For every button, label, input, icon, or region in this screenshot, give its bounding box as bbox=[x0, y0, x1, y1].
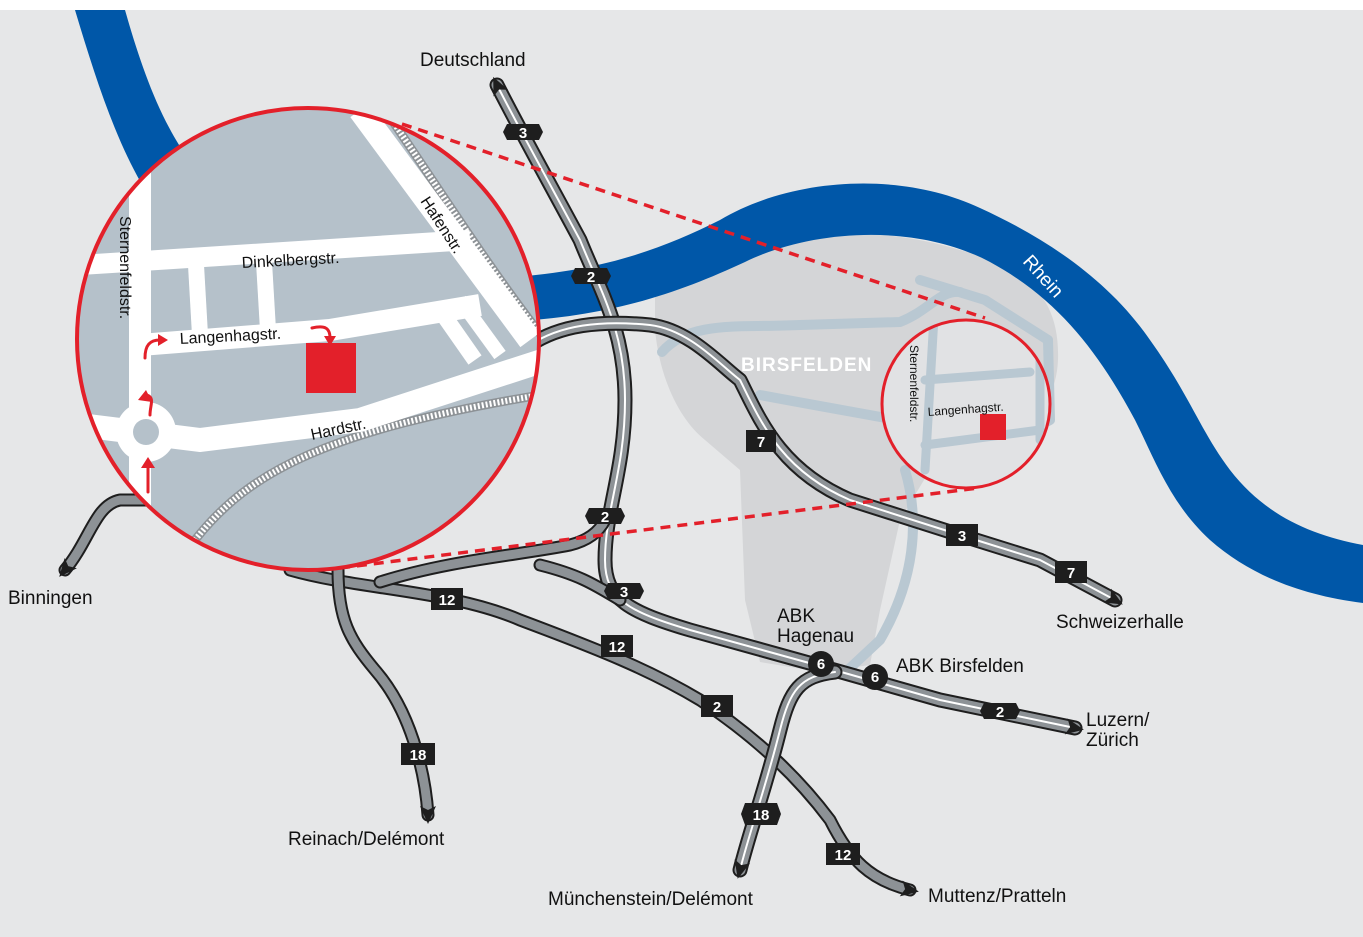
destination-reinach: Reinach/Delémont bbox=[288, 829, 445, 850]
shield-7-west: 7 bbox=[746, 430, 776, 452]
junction-hagenau-label-2: Hagenau bbox=[777, 626, 854, 647]
map-label: 2 bbox=[996, 704, 1004, 721]
map-label: 3 bbox=[958, 528, 966, 545]
map-label: 12 bbox=[609, 639, 626, 656]
shield-18-west: 18 bbox=[401, 743, 435, 765]
map-label: 2 bbox=[601, 509, 609, 526]
map-label: Sternenfeldstr. bbox=[907, 345, 921, 422]
shield-a3-north: 3 bbox=[503, 124, 543, 142]
destination-binningen: Binningen bbox=[8, 588, 93, 609]
shield-a2-north: 2 bbox=[571, 268, 611, 286]
destination-deutschland: Deutschland bbox=[420, 50, 526, 71]
town-label: BIRSFELDEN bbox=[741, 355, 872, 376]
map-label: 6 bbox=[871, 669, 879, 686]
map-label: 3 bbox=[620, 584, 628, 601]
shield-a2-east: 2 bbox=[980, 703, 1020, 721]
map-label: Langenhagstr. bbox=[179, 326, 281, 348]
shield-12-east: 12 bbox=[826, 843, 860, 865]
junction-hagenau-marker: 6 bbox=[808, 651, 834, 677]
motorway-shields: 3 2 2 3 2 7 3 7 12 12 2 18 18 12 bbox=[401, 124, 1087, 865]
destination-munchenstein: Münchenstein/Delémont bbox=[548, 889, 754, 910]
map-label: Sternenfeldstr. bbox=[116, 216, 133, 319]
map-label: 2 bbox=[587, 269, 595, 286]
shield-7-east: 7 bbox=[1055, 561, 1087, 583]
map-label: 3 bbox=[519, 125, 527, 142]
junction-markers: 6 6 bbox=[808, 651, 888, 690]
shield-a2-middle: 2 bbox=[585, 508, 625, 526]
shield-12-middle: 12 bbox=[601, 635, 633, 657]
map-label: 12 bbox=[439, 592, 456, 609]
shield-18-south: 18 bbox=[741, 803, 781, 825]
shield-3-east: 3 bbox=[946, 524, 978, 546]
map-label: Langenhagstr. bbox=[927, 400, 1004, 419]
destination-schweizerhalle: Schweizerhalle bbox=[1056, 612, 1184, 633]
map-label: 12 bbox=[835, 847, 852, 864]
destination-marker bbox=[306, 343, 356, 393]
map-label: 18 bbox=[410, 747, 427, 764]
junction-hagenau-label-1: ABK bbox=[777, 606, 815, 627]
destination-marker-small bbox=[980, 414, 1006, 440]
map-label: 18 bbox=[753, 807, 770, 824]
map-label: 7 bbox=[1067, 565, 1075, 582]
map-label: 7 bbox=[757, 434, 765, 451]
zoom-connector-lines bbox=[339, 122, 986, 570]
destination-zurich: Zürich bbox=[1086, 730, 1139, 751]
destination-luzern: Luzern/ bbox=[1086, 710, 1150, 731]
motorway-network bbox=[58, 77, 1123, 897]
shield-2-south: 2 bbox=[701, 695, 733, 717]
junction-birsfelden-marker: 6 bbox=[862, 664, 888, 690]
shield-a3-south: 3 bbox=[604, 583, 644, 601]
map-label: Dinkelbergstr. bbox=[241, 250, 340, 272]
shield-12-west: 12 bbox=[431, 588, 463, 610]
destination-muttenz: Muttenz/Pratteln bbox=[928, 886, 1066, 907]
junction-birsfelden-label: ABK Birsfelden bbox=[896, 656, 1024, 677]
map-label: 6 bbox=[817, 656, 825, 673]
detail-map: Sternenfeldstr. Dinkelbergstr. Hafenstr.… bbox=[75, 106, 541, 572]
map-label: 2 bbox=[713, 699, 721, 716]
